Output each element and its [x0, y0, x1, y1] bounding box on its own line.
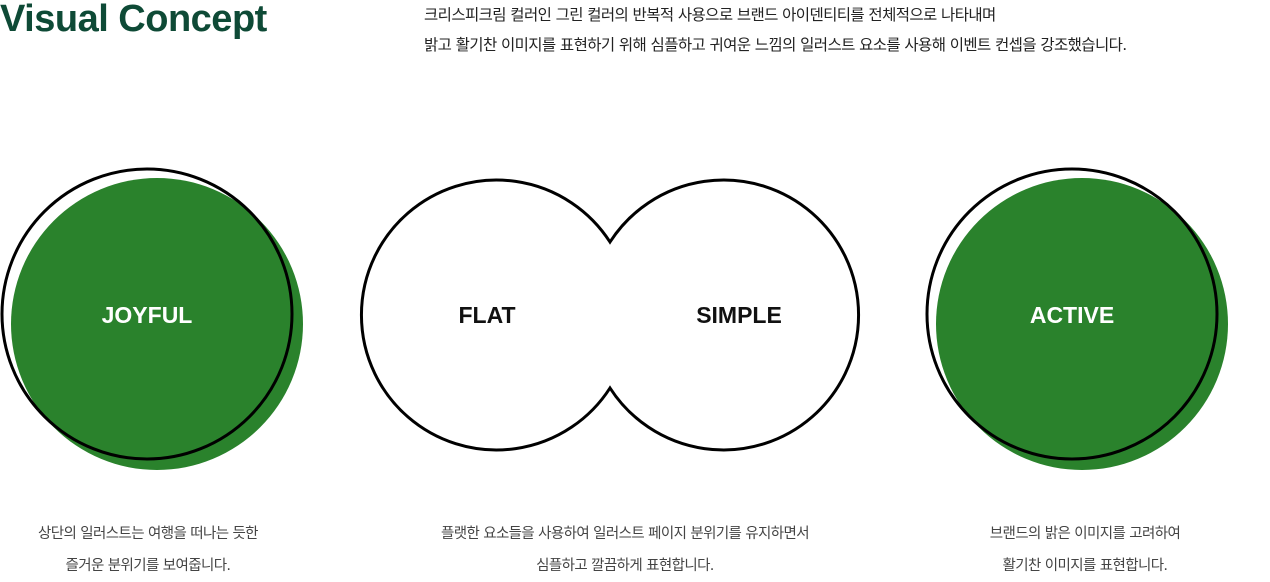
page-title: Visual Concept	[0, 0, 267, 40]
flat-simple-caption-line-1: 플랫한 요소들을 사용하여 일러스트 페이지 분위기를 유지하면서	[440, 526, 810, 542]
flat-simple-caption: 플랫한 요소들을 사용하여 일러스트 페이지 분위기를 유지하면서 심플하고 깔…	[380, 518, 870, 582]
flat-label: FLAT	[458, 302, 515, 328]
joyful-caption: 상단의 일러스트는 여행을 떠나는 듯한 즐거운 분위기를 보여줍니다.	[0, 518, 296, 582]
simple-label: SIMPLE	[696, 302, 782, 328]
joyful-concept: JOYFUL	[0, 167, 303, 470]
active-green-circle	[936, 178, 1228, 470]
flat-simple-concept: FLAT SIMPLE	[359, 178, 861, 452]
flat-simple-merged-outline	[359, 178, 861, 452]
intro-line-2: 밝고 활기찬 이미지를 표현하기 위해 심플하고 귀여운 느낌의 일러스트 요소…	[424, 36, 1127, 54]
joyful-label: JOYFUL	[102, 302, 193, 328]
joyful-caption-line-1: 상단의 일러스트는 여행을 떠나는 듯한	[38, 526, 258, 542]
flat-simple-caption-line-2: 심플하고 깔끔하게 표현합니다.	[536, 558, 714, 574]
active-caption: 브랜드의 밝은 이미지를 고려하여 활기찬 이미지를 표현합니다.	[930, 518, 1240, 582]
joyful-caption-line-2: 즐거운 분위기를 보여줍니다.	[65, 558, 232, 574]
active-concept: ACTIVE	[925, 167, 1228, 470]
active-outline-circle	[925, 167, 1219, 461]
active-caption-line-2: 활기찬 이미지를 표현합니다.	[1002, 558, 1169, 574]
intro-line-1: 크리스피크림 컬러인 그린 컬러의 반복적 사용으로 브랜드 아이덴티티를 전체…	[424, 6, 996, 24]
joyful-outline-circle	[0, 167, 294, 461]
joyful-green-circle	[11, 178, 303, 470]
intro-description: 크리스피크림 컬러인 그린 컬러의 반복적 사용으로 브랜드 아이덴티티를 전체…	[424, 0, 1270, 60]
active-label: ACTIVE	[1030, 302, 1114, 328]
active-caption-line-1: 브랜드의 밝은 이미지를 고려하여	[989, 526, 1181, 542]
